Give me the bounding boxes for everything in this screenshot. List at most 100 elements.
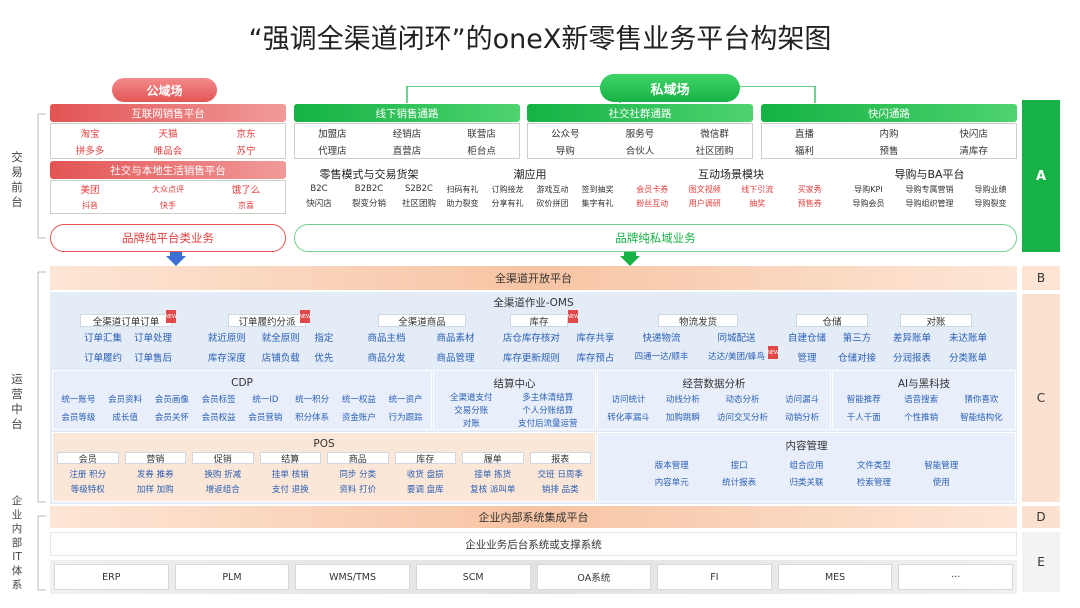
analysis-item: 转化率漏斗 xyxy=(607,413,650,423)
retail-mode-item: B2B2C xyxy=(354,184,384,194)
retail-mode-title: 零售模式与交易货架 xyxy=(319,168,419,181)
oms-item: 管理 xyxy=(797,353,817,364)
social-group-title: 社交社群通路 xyxy=(527,104,753,122)
oms-reconcile-items: 差异账单 未达账单 分润报表 分类账单 xyxy=(884,330,996,364)
pos-item: 同步 分类 xyxy=(339,470,377,480)
ai-item: 千人千面 xyxy=(846,413,881,423)
tide-app-block: 潮应用 扫码有礼 订购接龙 游戏互动 签到抽奖 助力裂变 分享有礼 砍价拼团 集… xyxy=(440,164,620,216)
oms-item: 第三方 xyxy=(842,333,872,344)
oms-tag-fulfillment: 订单履约分派 xyxy=(228,314,306,328)
content-item: 使用 xyxy=(932,478,950,488)
oms-logistics-items: 快递物流 同城配送 四通一达/顺丰 达达/美团/蜂鸟 xyxy=(624,330,774,362)
cdp-title: CDP xyxy=(231,377,253,389)
new-flag-icon: NEW xyxy=(299,310,311,323)
pos-item: 加样 加购 xyxy=(136,485,174,495)
platform-taobao: 淘宝 xyxy=(80,128,100,140)
layer-label-c: C xyxy=(1022,294,1060,502)
cdp-item: 行为跟踪 xyxy=(388,413,423,423)
flash-channel-box: 直播 内购 快闪店 福利 预售 清库存 xyxy=(761,123,1017,159)
oms-tag-warehouse: 仓储 xyxy=(796,314,868,328)
system-wms: WMS/TMS xyxy=(295,564,410,590)
platform-meituan: 美团 xyxy=(80,185,100,196)
ba-item: 导购KPI xyxy=(854,185,883,194)
ai-item: 智能推荐 xyxy=(846,395,881,405)
platform-kuaishou: 快手 xyxy=(160,200,176,210)
internet-platform-title: 互联网销售平台 xyxy=(50,104,286,122)
pos-item: 要调 盘库 xyxy=(406,485,444,495)
channel-item: 快闪店 xyxy=(959,128,988,140)
new-flag-icon: NEW xyxy=(165,310,177,323)
interaction-item: 线下引流 xyxy=(741,185,774,194)
retail-mode-item: 裂变分销 xyxy=(351,199,386,209)
tide-app-item: 砍价拼团 xyxy=(536,199,569,208)
pos-group: 履单 接单 拣货 复核 派叫单 xyxy=(462,452,524,495)
interaction-title: 互动场景模块 xyxy=(698,168,764,181)
settlement-item: 全渠道支付 xyxy=(450,393,493,403)
platform-douyin: 抖音 xyxy=(82,200,98,210)
pos-item: 换购 折减 xyxy=(204,470,242,480)
tide-app-item: 分享有礼 xyxy=(491,199,524,208)
interaction-item: 预售券 xyxy=(797,199,822,208)
new-flag-icon: NEW xyxy=(567,310,579,323)
ai-item: 语音搜索 xyxy=(904,395,939,405)
channel-item: 内购 xyxy=(879,128,899,140)
content-item: 组合应用 xyxy=(789,461,824,471)
private-connector xyxy=(406,86,816,103)
cdp-item: 会员营销 xyxy=(248,413,283,423)
oms-products-items: 商品主档 商品素材 商品分发 商品管理 xyxy=(352,330,490,364)
oms-item: 未达账单 xyxy=(948,333,987,344)
arrow-down-icon xyxy=(620,252,640,266)
settlement-item: 个人分账结算 xyxy=(522,406,574,416)
oms-item: 库存共享 xyxy=(576,333,615,344)
layer-label-d: D xyxy=(1022,506,1060,528)
tide-app-title: 潮应用 xyxy=(513,168,547,181)
pos-group-tag: 营销 xyxy=(124,452,186,465)
cdp-item: 成长值 xyxy=(112,413,138,423)
oms-item: 订单处理 xyxy=(133,333,172,344)
oms-item: 订单履约 xyxy=(83,353,122,364)
omni-open-platform: 全渠道开放平台 xyxy=(50,266,1017,290)
oms-item: 指定 xyxy=(314,333,334,344)
ba-item: 导购业绩 xyxy=(974,185,1007,194)
system-fi: FI xyxy=(657,564,772,590)
oms-item: 订单汇集 xyxy=(83,333,122,344)
layer-label-b: B xyxy=(1022,266,1060,290)
analysis-item: 加购跳瞬 xyxy=(665,413,700,423)
oms-fulfillment-items: 就近原则 就全原则 指定 库存深度 店铺负载 优先 xyxy=(200,330,340,364)
interaction-block: 互动场景模块 会员卡券 图文视频 线下引流 买家秀 粉丝互动 用户调研 抽奖 预… xyxy=(626,164,836,216)
interaction-item: 用户调研 xyxy=(688,199,721,208)
ai-item: 猜你喜欢 xyxy=(964,395,999,405)
oms-item: 优先 xyxy=(314,353,334,364)
channel-item: 福利 xyxy=(794,145,814,157)
oms-item: 店铺负载 xyxy=(261,353,300,364)
channel-item: 联营店 xyxy=(467,128,496,140)
new-flag-icon: NEW xyxy=(767,346,779,359)
oms-tag-reconcile: 对账 xyxy=(900,314,972,328)
pos-panel: POS 会员 注册 积分 等级特权 营销 发券 推券 加样 加购 促销 换购 折… xyxy=(52,432,596,502)
pos-group: 营销 发券 推券 加样 加购 xyxy=(124,452,186,495)
pos-item: 交班 日周季 xyxy=(537,470,583,480)
pos-group-tag: 会员 xyxy=(57,452,119,465)
tide-app-item: 签到抽奖 xyxy=(581,185,614,194)
retail-mode-item: S2B2C xyxy=(405,184,433,194)
content-item: 文件类型 xyxy=(856,461,891,471)
analysis-panel: 经营数据分析 访问统计 动线分析 动态分析 访问漏斗 转化率漏斗 加购跳瞬 访问… xyxy=(597,370,831,430)
cdp-item: 统一权益 xyxy=(341,395,376,405)
oms-item: 订单售后 xyxy=(133,353,172,364)
oms-item: 就全原则 xyxy=(261,333,300,344)
platform-tmall: 天猫 xyxy=(158,128,178,140)
public-domain-pill: 公域场 xyxy=(112,78,217,102)
oms-orders-items: 订单汇集 订单处理 订单履约 订单售后 xyxy=(78,330,178,364)
pos-group: 促销 换购 折减 增返组合 xyxy=(192,452,254,495)
analysis-title: 经营数据分析 xyxy=(682,377,746,390)
pos-item: 复核 派叫单 xyxy=(470,485,516,495)
platform-jingxi: 京喜 xyxy=(238,200,254,210)
oms-item: 四通一达/顺丰 xyxy=(634,352,689,362)
cdp-item: 统一ID xyxy=(252,395,279,405)
oms-item: 分润报表 xyxy=(892,353,931,364)
channel-item: 经销店 xyxy=(392,128,422,140)
pos-item: 资料 打价 xyxy=(339,485,377,495)
retail-mode-block: 零售模式与交易货架 B2C B2B2C S2B2C 快闪店 裂变分销 社区团购 xyxy=(294,164,444,216)
oms-item: 商品素材 xyxy=(436,333,475,344)
pos-group: 库存 收货 盘损 要调 盘库 xyxy=(394,452,456,495)
